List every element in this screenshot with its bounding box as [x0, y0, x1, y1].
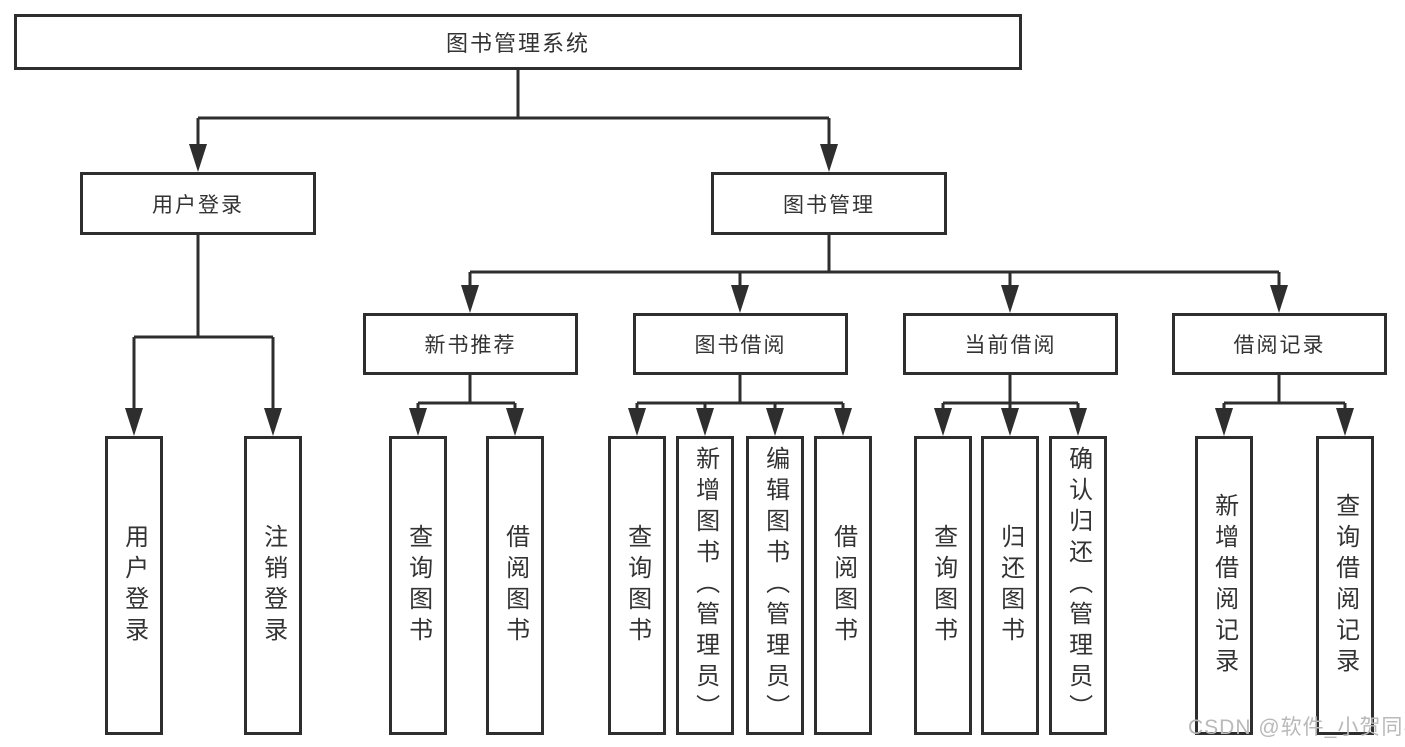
node-label: 用户登录 — [152, 193, 244, 217]
leaf-label: 借阅图书 — [501, 523, 529, 648]
node-label: 借阅记录 — [1233, 334, 1326, 357]
node-current-borrowing: 当前借阅 — [903, 313, 1118, 375]
leaf-query-books-borrowing: 查询图书 — [608, 436, 666, 735]
node-label: 图书管理系统 — [445, 31, 590, 56]
leaf-edit-book-admin: 编辑图书（管理员） — [746, 436, 804, 735]
node-label: 当前借阅 — [964, 334, 1057, 357]
node-root-system: 图书管理系统 — [14, 14, 1022, 70]
leaf-borrow-books-recommend: 借阅图书 — [486, 436, 544, 735]
leaf-label: 注销登录 — [259, 523, 287, 648]
node-borrowing-records: 借阅记录 — [1172, 313, 1387, 375]
leaf-label: 查询借阅记录 — [1331, 492, 1359, 679]
leaf-label: 编辑图书（管理员） — [761, 446, 789, 725]
leaf-label: 用户登录 — [120, 523, 148, 648]
leaf-label: 查询图书 — [404, 523, 432, 648]
node-new-book-recommendation: 新书推荐 — [363, 313, 578, 375]
leaf-return-books: 归还图书 — [981, 436, 1039, 735]
leaf-label: 新增借阅记录 — [1210, 492, 1238, 679]
leaf-borrow-books-borrowing: 借阅图书 — [814, 436, 872, 735]
arrowheads — [125, 144, 1354, 436]
leaf-confirm-return-admin: 确认归还（管理员） — [1049, 436, 1107, 735]
leaf-query-borrow-record: 查询借阅记录 — [1316, 436, 1374, 735]
node-label: 图书借阅 — [694, 334, 787, 357]
node-label: 图书管理 — [783, 193, 875, 217]
leaf-label: 借阅图书 — [829, 523, 857, 648]
leaf-label: 新增图书（管理员） — [691, 446, 719, 725]
csdn-watermark: CSDN @软件_小贺同学 — [1188, 716, 1405, 739]
leaf-user-login: 用户登录 — [105, 436, 163, 735]
node-book-borrowing: 图书借阅 — [633, 313, 848, 375]
leaf-query-books-current: 查询图书 — [914, 436, 972, 735]
leaf-label: 查询图书 — [623, 523, 651, 648]
leaf-add-book-admin: 新增图书（管理员） — [676, 436, 734, 735]
leaf-query-books-recommend: 查询图书 — [389, 436, 447, 735]
leaf-label: 确认归还（管理员） — [1064, 446, 1092, 725]
leaf-label: 查询图书 — [929, 523, 957, 648]
leaf-label: 归还图书 — [996, 523, 1024, 648]
node-book-management: 图书管理 — [711, 172, 947, 235]
node-user-login: 用户登录 — [80, 172, 316, 235]
leaf-logout: 注销登录 — [244, 436, 302, 735]
node-label: 新书推荐 — [424, 334, 517, 357]
connector-stems — [132, 70, 1347, 414]
leaf-add-borrow-record: 新增借阅记录 — [1195, 436, 1253, 735]
